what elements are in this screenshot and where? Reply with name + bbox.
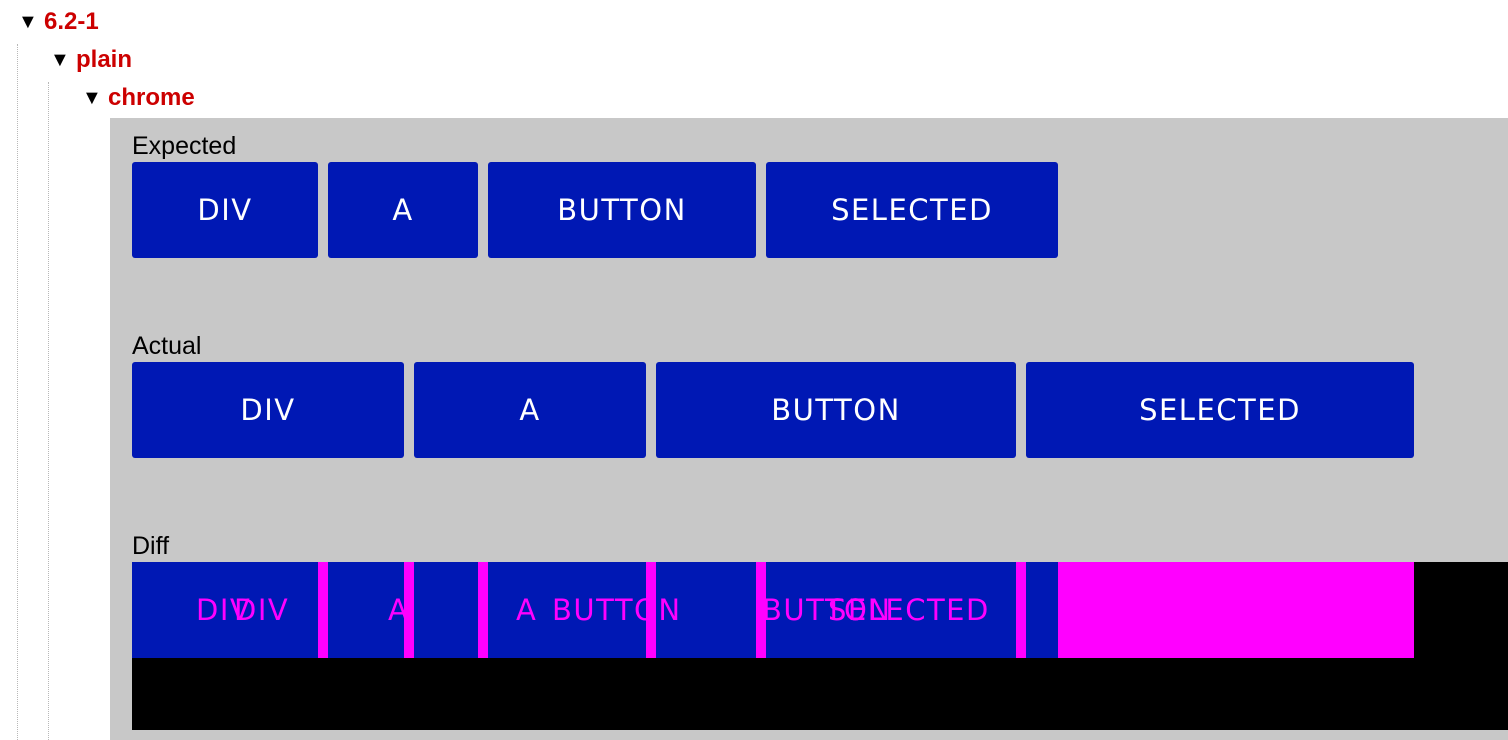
diff-edge-line	[1016, 562, 1026, 658]
expected-div-button: DIV	[132, 162, 318, 258]
expected-selected-button: SELECTED	[766, 162, 1058, 258]
actual-label: Actual	[132, 332, 202, 360]
diff-text-div: DIV	[196, 593, 252, 627]
expand-arrow-icon: ▼	[50, 49, 70, 71]
diff-text-button: BUTTON	[762, 593, 892, 627]
diff-magenta-region	[1058, 562, 1414, 658]
expected-a-button: A	[328, 162, 478, 258]
actual-a-button: A	[414, 362, 646, 458]
actual-div-button: DIV	[132, 362, 404, 458]
tree-node-chrome[interactable]: ▼ chrome	[82, 84, 195, 112]
actual-button-button: BUTTON	[656, 362, 1016, 458]
tree-node-plain[interactable]: ▼ plain	[50, 46, 132, 74]
tree-node-label: 6.2-1	[44, 8, 99, 35]
diff-text-a: A	[388, 593, 410, 627]
diff-text-div: DIV	[234, 593, 290, 627]
diff-edge-line	[646, 562, 656, 658]
diff-text-selected: SELECTED	[828, 593, 990, 627]
tree-guide-line	[17, 44, 18, 740]
expand-arrow-icon: ▼	[82, 87, 102, 109]
diff-text-button: BUTTON	[552, 593, 682, 627]
actual-selected-button: SELECTED	[1026, 362, 1414, 458]
tree-guide-line	[48, 82, 49, 740]
diff-blue-region	[132, 562, 1058, 658]
comparison-panel: Expected DIV A BUTTON SELECTED Actual DI…	[110, 118, 1508, 740]
diff-image: DIV DIV A A BUTTON BUTTON SELECTED	[132, 562, 1508, 730]
diff-edge-line	[404, 562, 414, 658]
diff-edge-line	[318, 562, 328, 658]
expected-button-button: BUTTON	[488, 162, 756, 258]
diff-edge-line	[478, 562, 488, 658]
tree-node-6-2-1[interactable]: ▼ 6.2-1	[18, 8, 99, 36]
diff-text-a: A	[516, 593, 538, 627]
diff-edge-line	[756, 562, 766, 658]
expected-label: Expected	[132, 132, 237, 160]
tree-node-label: plain	[76, 46, 133, 73]
diff-label: Diff	[132, 532, 170, 560]
expand-arrow-icon: ▼	[18, 11, 38, 33]
tree-node-label: chrome	[108, 84, 195, 111]
